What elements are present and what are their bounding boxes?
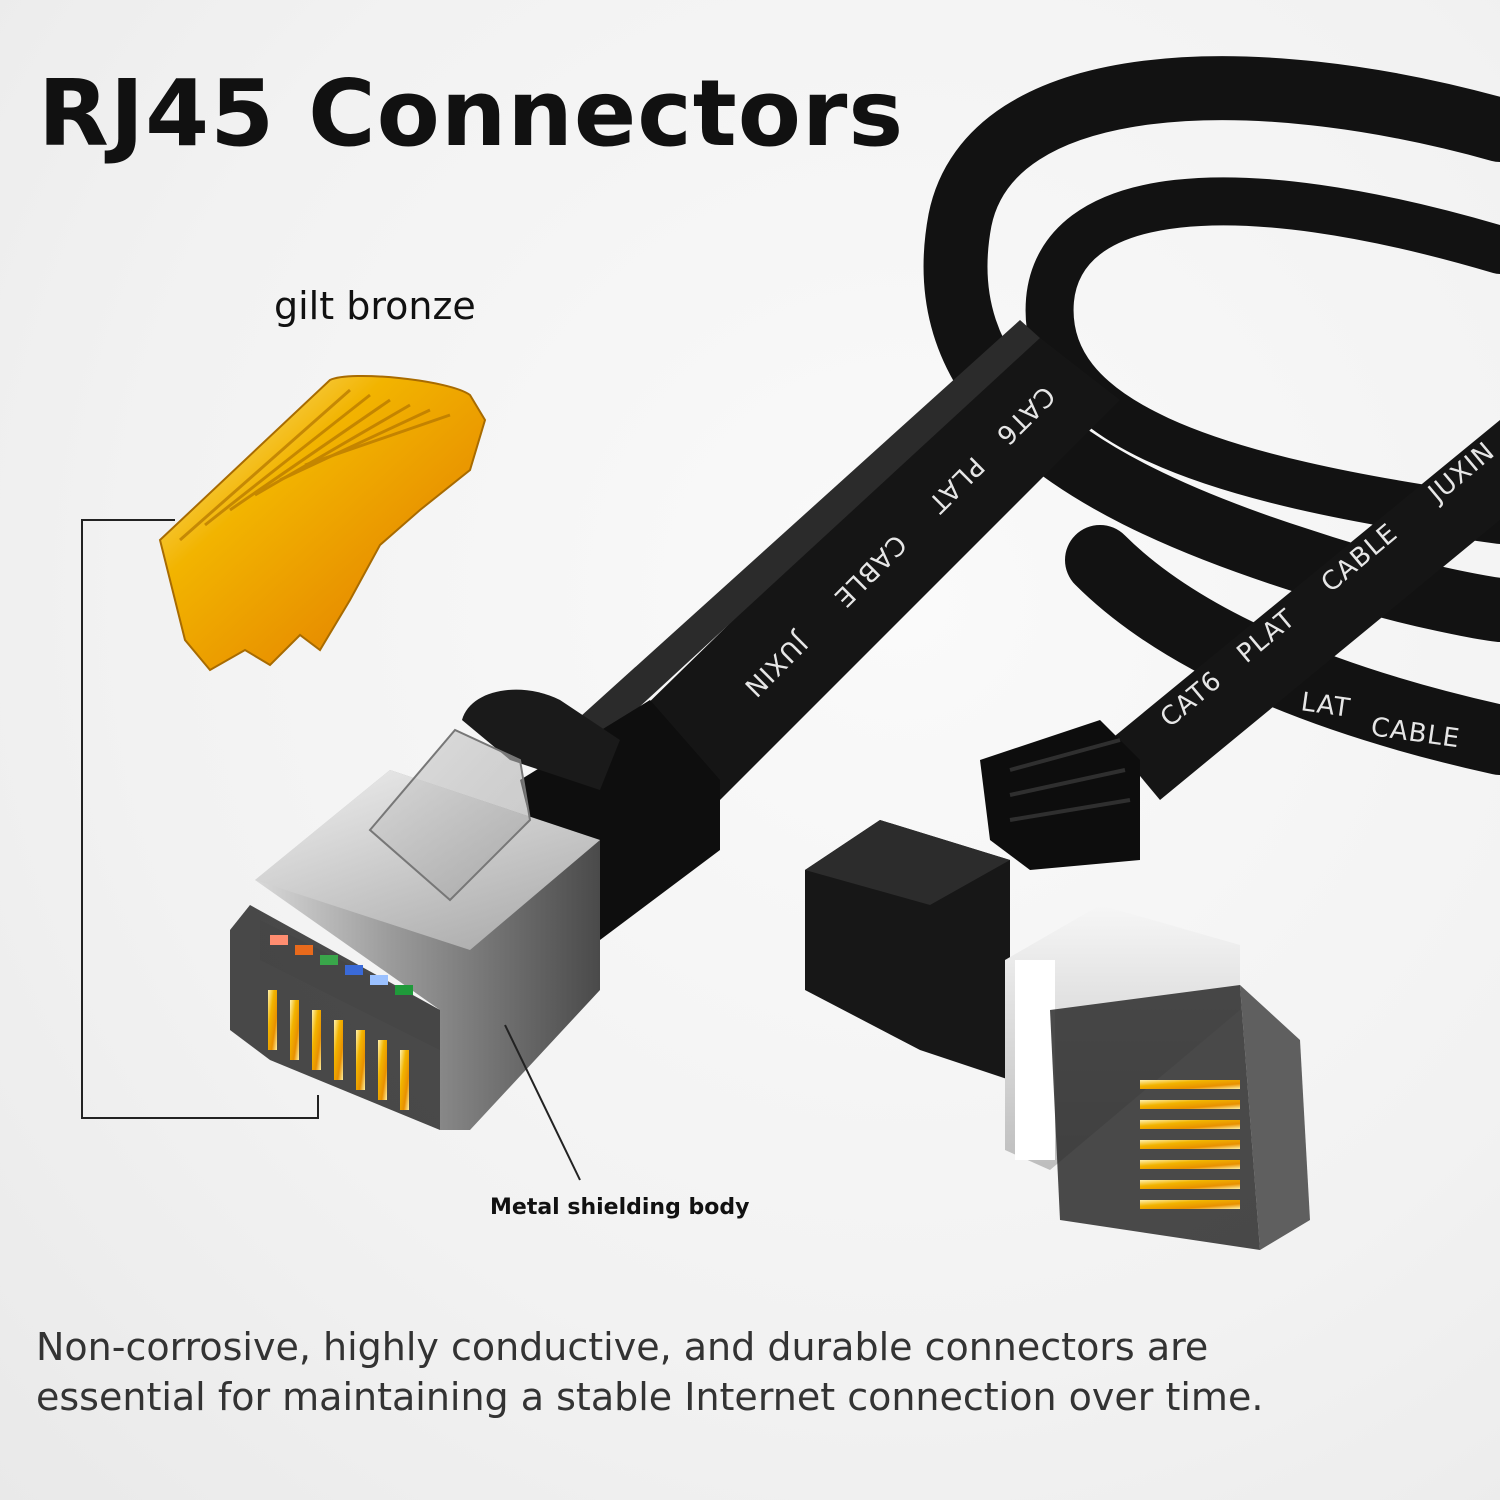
caption-line-1: Non-corrosive, highly conductive, and du… xyxy=(36,1325,1209,1369)
gilt-bronze-contacts xyxy=(158,375,487,672)
wire-colors xyxy=(270,935,413,995)
straight-rj45-connector xyxy=(230,689,720,1130)
description-caption: Non-corrosive, highly conductive, and du… xyxy=(36,1322,1456,1422)
caption-line-2: essential for maintaining a stable Inter… xyxy=(36,1375,1264,1419)
gold-contact-pins xyxy=(268,990,409,1110)
gilt-bronze-label: gilt bronze xyxy=(274,284,476,328)
metal-shielding-label: Metal shielding body xyxy=(490,1195,750,1220)
cable-print-text: LAT xyxy=(1299,687,1352,724)
angled-rj45-connector xyxy=(805,720,1310,1250)
page-title: RJ45 Connectors xyxy=(38,60,905,167)
gold-contact-pins xyxy=(1140,1080,1240,1209)
callout-lines xyxy=(81,519,581,1181)
left-cable: JUXIN CABLE PLAT CAT6 xyxy=(560,320,1120,820)
